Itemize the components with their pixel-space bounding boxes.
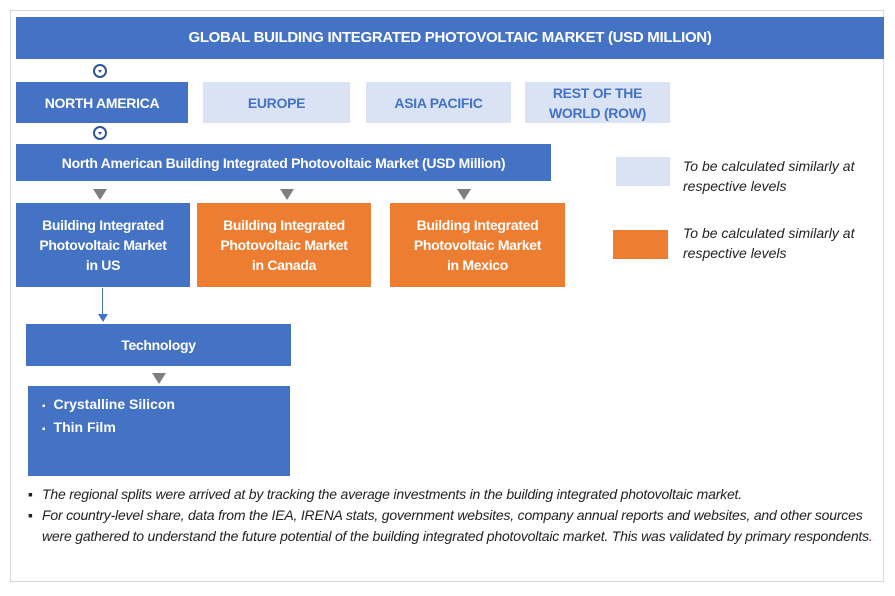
- connector-line: [102, 288, 103, 316]
- na-market-bar: North American Building Integrated Photo…: [16, 144, 551, 181]
- note-1: The regional splits were arrived at by t…: [42, 486, 742, 502]
- country-mexico: Building Integrated Photovoltaic Market …: [390, 203, 565, 287]
- region-europe: EUROPE: [203, 82, 350, 123]
- region-north-america: NORTH AMERICA: [16, 82, 188, 123]
- legend-swatch-light: [616, 157, 670, 186]
- arrow-down-icon: [280, 189, 294, 200]
- frame: [10, 10, 884, 582]
- tech-item: Crystalline Silicon: [42, 394, 290, 417]
- tech-item: Thin Film: [42, 417, 290, 440]
- region-row: REST OF THE WORLD (ROW): [525, 82, 670, 123]
- note-2: For country-level share, data from the I…: [42, 507, 869, 544]
- country-canada: Building Integrated Photovoltaic Market …: [197, 203, 371, 287]
- legend-text-light: To be calculated similarly at respective…: [683, 158, 855, 194]
- note-end: .: [868, 528, 873, 544]
- legend-swatch-orange: [613, 230, 668, 259]
- arrow-down-icon: [93, 189, 107, 200]
- arrow-down-icon: [98, 314, 108, 322]
- technology-list: Crystalline Silicon Thin Film: [28, 386, 290, 476]
- region-asia-pacific: ASIA PACIFIC: [366, 82, 511, 123]
- notes: The regional splits were arrived at by t…: [28, 484, 878, 547]
- arrow-down-icon: [457, 189, 471, 200]
- chevron-down-circle-icon: [93, 64, 107, 78]
- technology-box: Technology: [26, 324, 291, 366]
- country-us: Building Integrated Photovoltaic Market …: [16, 203, 190, 287]
- legend-text-orange: To be calculated similarly at respective…: [683, 225, 855, 261]
- chevron-down-circle-icon: [93, 126, 107, 140]
- global-market-title: GLOBAL BUILDING INTEGRATED PHOTOVOLTAIC …: [16, 17, 884, 59]
- arrow-down-icon: [152, 373, 166, 384]
